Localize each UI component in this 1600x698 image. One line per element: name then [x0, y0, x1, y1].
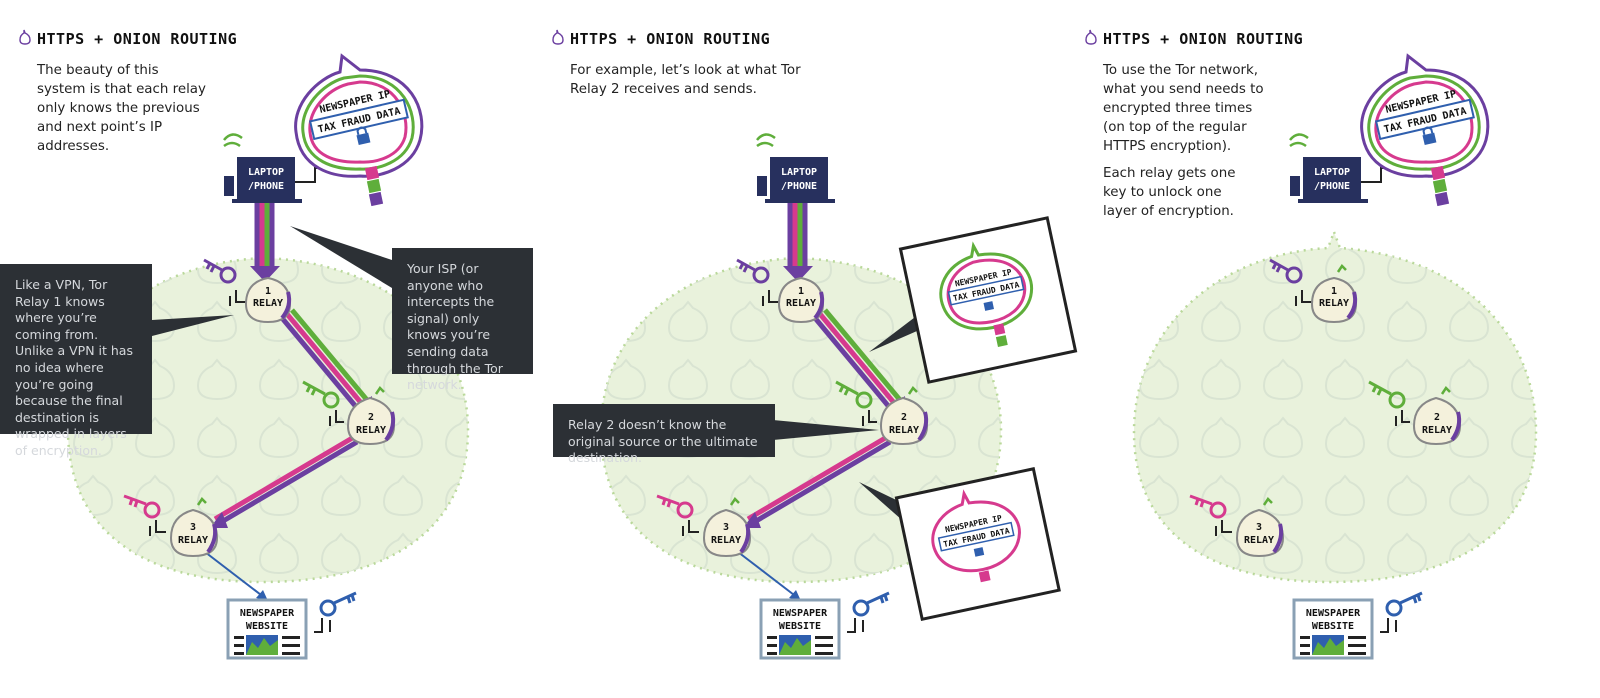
panel-1-header-text: HTTPS + ONION ROUTING: [37, 30, 238, 48]
relay2-callout-pointer: [773, 420, 879, 440]
relay-1-node: 1 RELAY: [203, 258, 292, 324]
relay-2-number: 2: [901, 412, 907, 423]
relay-2-label: RELAY: [356, 425, 386, 436]
relay-3-label: RELAY: [178, 535, 208, 546]
relay-3-label: RELAY: [711, 535, 741, 546]
relay-1-label: RELAY: [253, 298, 283, 309]
panel-3-paragraph-1: To use the Tor network, what you send ne…: [1103, 63, 1264, 154]
laptop-label-line2: /PHONE: [781, 181, 817, 192]
laptop-label-line1: LAPTOP: [1314, 167, 1350, 178]
panel-2-header-text: HTTPS + ONION ROUTING: [570, 30, 771, 48]
relay-3-number: 3: [190, 522, 196, 533]
relay-1-number: 1: [265, 286, 271, 297]
purple-key-icon: [736, 258, 770, 284]
encrypted-onion-bubble: NEWSPAPER IP TAX FRAUD DATA: [1360, 53, 1490, 207]
panel-3-diagram: LAPTOP /PHONE NEWSPAPER IP TAX FRAUD DAT…: [1132, 53, 1538, 660]
newspaper-website: NEWSPAPER WEBSITE: [1292, 591, 1423, 660]
relay-3-number: 3: [723, 522, 729, 533]
laptop-phone-device: LAPTOP /PHONE: [1289, 133, 1391, 203]
lock-stack-icon: [364, 165, 384, 207]
laptop-label-line2: /PHONE: [1314, 181, 1350, 192]
laptop-label-line1: LAPTOP: [248, 167, 284, 178]
tor-onion-icon: [1085, 29, 1097, 45]
laptop-phone-device: LAPTOP /PHONE: [223, 133, 325, 203]
green-key-icon: [1368, 380, 1406, 409]
website-label-line1: NEWSPAPER: [773, 608, 828, 619]
laptop-phone-device: LAPTOP /PHONE: [756, 133, 835, 203]
relay-2-number: 2: [368, 412, 374, 423]
website-label-line1: NEWSPAPER: [1306, 608, 1361, 619]
panel-1-paragraph: The beauty of this system is that each r…: [37, 63, 206, 154]
pink-key-icon: [123, 494, 161, 519]
relay-2-node: 2 RELAY: [835, 380, 929, 446]
path-relay3-to-website: [204, 551, 268, 601]
encrypted-onion-bubble: NEWSPAPER IP TAX FRAUD DATA: [294, 53, 424, 207]
panel-2: LAPTOP /PHONE 1 RELAY 2 RELAY 3: [533, 0, 1078, 698]
callout-right-pointer: [290, 226, 392, 288]
panel-2-diagram: LAPTOP /PHONE 1 RELAY 2 RELAY 3: [599, 133, 1078, 660]
relay-1-node: 1 RELAY: [1269, 258, 1358, 324]
callout-relay2: Relay 2 doesn’t know the original source…: [553, 404, 775, 465]
path-laptop-to-relay1: [783, 200, 813, 282]
relay-3-node: 3 RELAY: [123, 494, 219, 558]
laptop-label-line1: LAPTOP: [781, 167, 817, 178]
tor-onion-icon: [19, 29, 31, 45]
newspaper-website: NEWSPAPER WEBSITE: [759, 591, 890, 660]
panel-3: LAPTOP /PHONE NEWSPAPER IP TAX FRAUD DAT…: [1066, 0, 1599, 698]
panel-2-paragraph: For example, let’s look at what Tor Rela…: [570, 63, 801, 97]
website-label-line2: WEBSITE: [1312, 621, 1354, 632]
path-relay1-to-relay2: [280, 308, 372, 418]
relay-3-node: 3 RELAY: [656, 494, 752, 558]
panel-3-header: HTTPS + ONION ROUTING: [1085, 29, 1304, 48]
website-label-line2: WEBSITE: [779, 621, 821, 632]
website-label-line2: WEBSITE: [246, 621, 288, 632]
panel-2-header: HTTPS + ONION ROUTING: [552, 29, 771, 48]
relay-3-number: 3: [1256, 522, 1262, 533]
path-relay2-to-relay3: [210, 434, 359, 528]
website-label-line1: NEWSPAPER: [240, 608, 295, 619]
relay-1-number: 1: [798, 286, 804, 297]
purple-key-icon: [203, 258, 237, 284]
path-relay3-to-website: [737, 551, 801, 601]
received-packet-card: NEWSPAPER IP TAX FRAUD DATA: [898, 216, 1078, 384]
green-key-icon: [835, 380, 873, 409]
blue-key-icon: [852, 591, 890, 617]
relay-1-label: RELAY: [786, 298, 816, 309]
relay-3-node: 3 RELAY: [1189, 494, 1285, 558]
relay-2-node: 2 RELAY: [1368, 380, 1462, 446]
pink-key-icon: [1189, 494, 1227, 519]
panel-1: LAPTOP /PHONE NEWSPAPER IP TAX FRAUD DAT…: [0, 0, 533, 698]
callout-left-pointer: [152, 315, 234, 336]
relay-3-label: RELAY: [1244, 535, 1274, 546]
relay-1-node: 1 RELAY: [736, 258, 825, 324]
path-laptop-to-relay1: [250, 200, 280, 282]
pink-key-icon: [656, 494, 694, 519]
purple-key-icon: [1269, 258, 1303, 284]
laptop-label-line2: /PHONE: [248, 181, 284, 192]
relay-1-number: 1: [1331, 286, 1337, 297]
tor-onion-icon: [552, 29, 564, 45]
relay-2-label: RELAY: [889, 425, 919, 436]
sent-packet-card: NEWSPAPER IP TAX FRAUD DATA: [894, 467, 1061, 621]
relay-2-number: 2: [1434, 412, 1440, 423]
panel-1-header: HTTPS + ONION ROUTING: [19, 29, 238, 48]
panel-3-header-text: HTTPS + ONION ROUTING: [1103, 30, 1304, 48]
panel-1-diagram: LAPTOP /PHONE NEWSPAPER IP TAX FRAUD DAT…: [66, 53, 470, 660]
blue-key-icon: [319, 591, 357, 617]
callout-relay1-vpn: Like a VPN, Tor Relay 1 knows where you’…: [0, 264, 152, 458]
relay-2-node: 2 RELAY: [302, 380, 396, 446]
newspaper-website: NEWSPAPER WEBSITE: [226, 591, 357, 660]
lock-stack-icon: [1430, 165, 1450, 207]
panel-3-paragraph-2: Each relay gets one key to unlock one la…: [1103, 166, 1236, 219]
callout-isp: Your ISP (or anyone who intercepts the s…: [392, 248, 533, 392]
green-key-icon: [302, 380, 340, 409]
relay-1-label: RELAY: [1319, 298, 1349, 309]
blue-key-icon: [1385, 591, 1423, 617]
relay-2-label: RELAY: [1422, 425, 1452, 436]
